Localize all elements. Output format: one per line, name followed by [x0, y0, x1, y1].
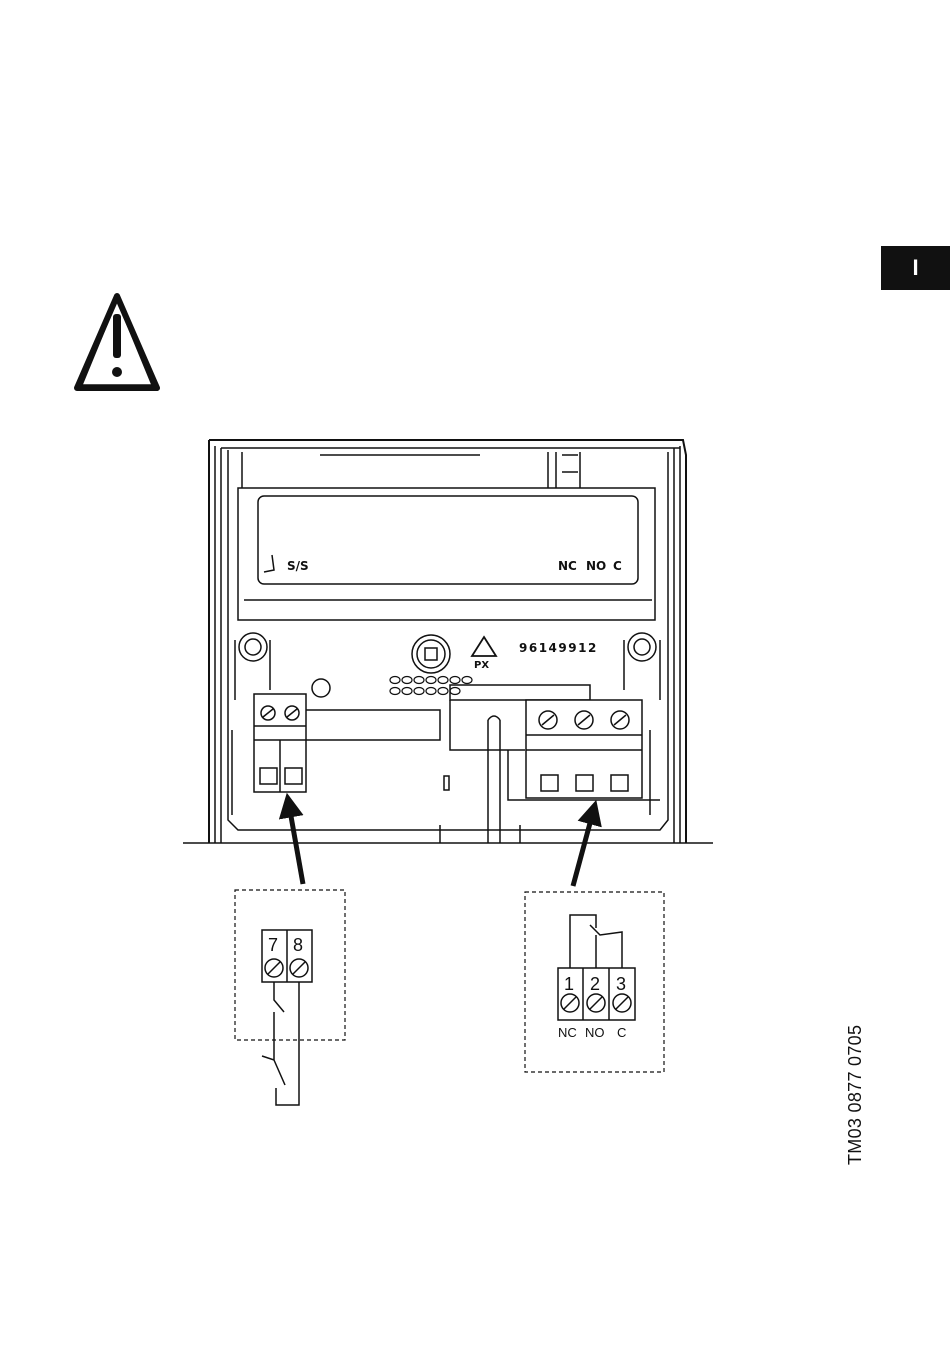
- relay-label-no: NO: [586, 559, 606, 573]
- recycle-icon: [472, 637, 496, 656]
- warning-icon: [77, 296, 157, 388]
- start-stop-symbol: [264, 555, 274, 572]
- recycle-mark: PX: [474, 660, 489, 671]
- detail-start-stop: [235, 890, 345, 1105]
- screw-icon: [412, 635, 450, 673]
- arrow-relay: [573, 812, 593, 886]
- connection-arrows: [289, 805, 593, 886]
- relay-terminal-block: [526, 700, 642, 798]
- part-number: 96149912: [519, 641, 598, 655]
- terminal-label-nc: NC: [558, 1025, 577, 1040]
- terminal-3: 3: [616, 974, 626, 994]
- terminal-label-c: C: [617, 1025, 626, 1040]
- terminal-8: 8: [293, 935, 303, 955]
- terminal-7: 7: [268, 935, 278, 955]
- terminal-label-no: NO: [585, 1025, 605, 1040]
- start-stop-label: S/S: [287, 559, 309, 573]
- terminal-1: 1: [564, 974, 574, 994]
- relay-label-nc: NC: [558, 559, 577, 573]
- terminal-2: 2: [590, 974, 600, 994]
- start-stop-terminal-block: [254, 694, 306, 792]
- relay-label-c: C: [613, 559, 622, 573]
- arrow-start-stop: [289, 805, 303, 884]
